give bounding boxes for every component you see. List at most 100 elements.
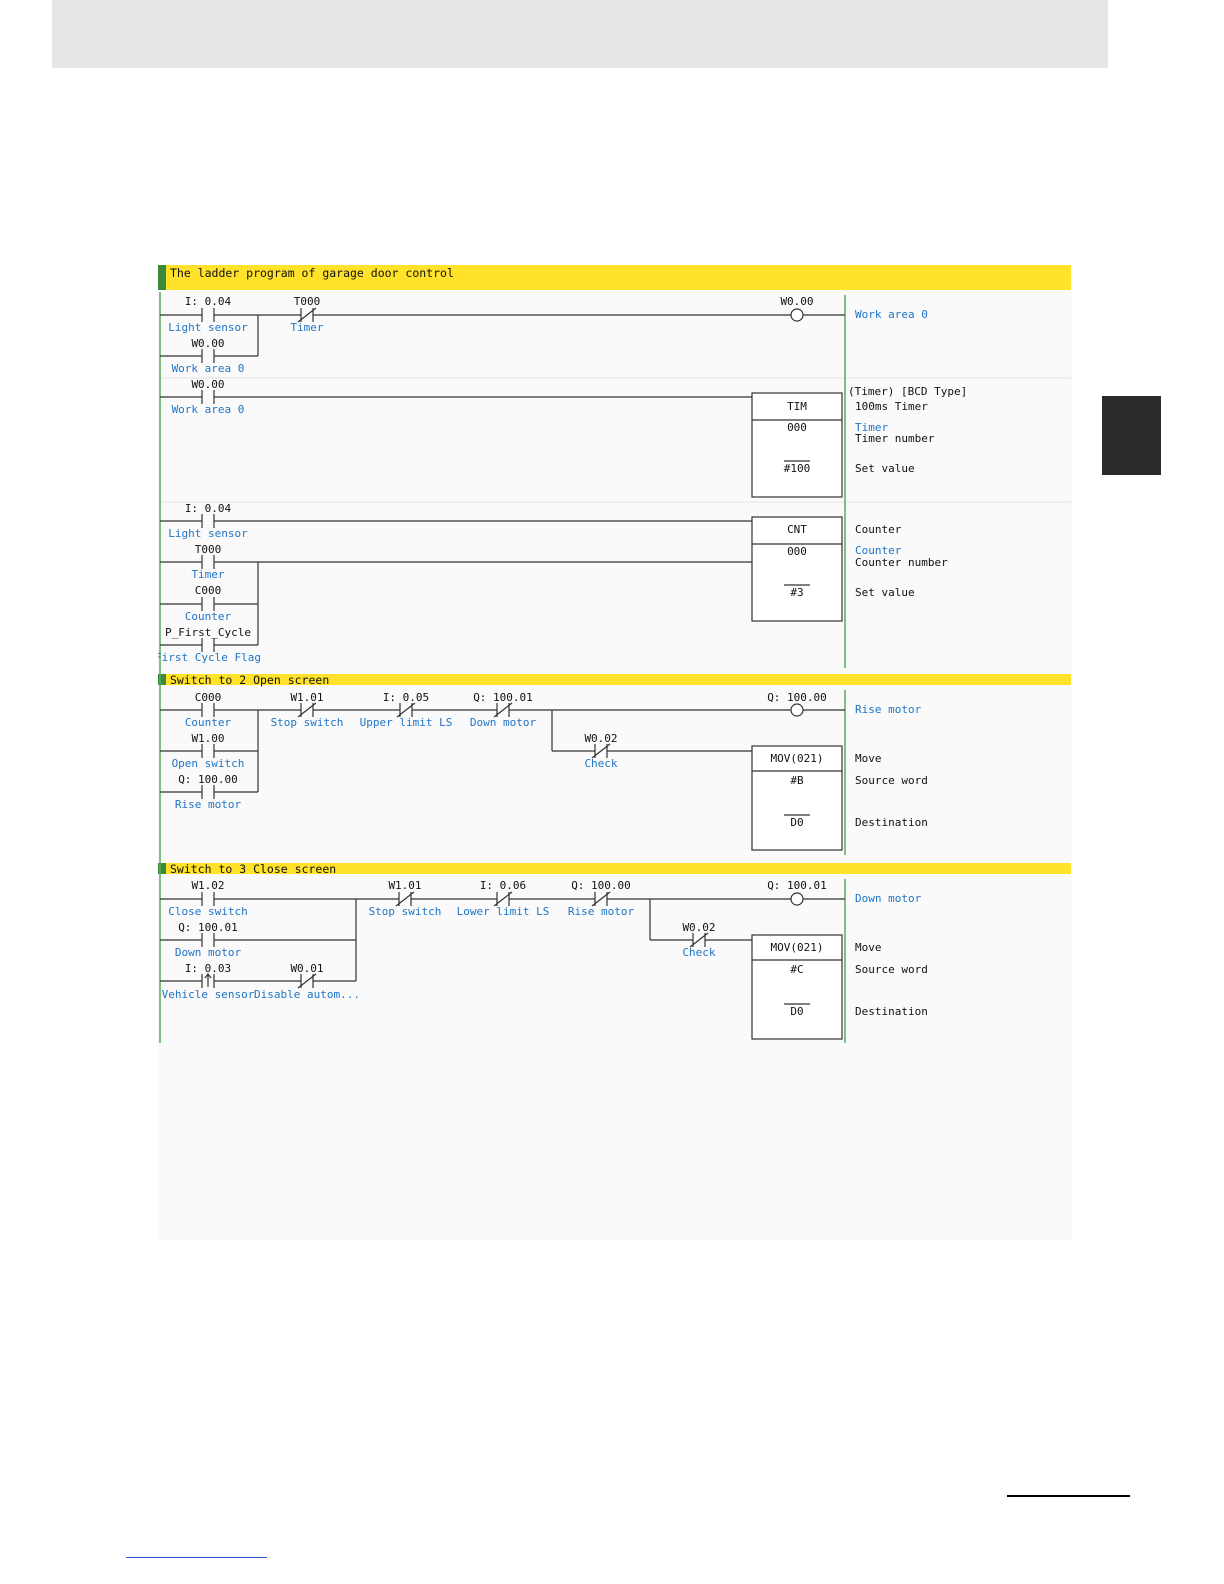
output-coil-down-motor[interactable]: Q: 100.01 Down motor [767,879,922,906]
ladder-label: Q: 100.00 [767,691,827,704]
contact-check-nc[interactable]: W0.02 Check [682,921,715,959]
ladder-label: Light sensor [168,321,248,334]
ladder-label: Counter [855,523,902,536]
ladder-label: Timer number [855,432,935,445]
contact-vehicle-sensor-rising-edge[interactable]: I: 0.03 Vehicle sensor [162,962,255,1001]
chapter-tab [1102,396,1161,475]
section-marker [158,674,166,685]
contact-timer-nc[interactable]: T000 Timer [290,295,323,334]
ladder-label: (Timer) [BCD Type] [848,385,967,398]
contact-first-cycle-flag[interactable]: P_First_Cycle First Cycle Flag [158,626,261,664]
ladder-diagram: The ladder program of garage door contro… [158,265,1071,1043]
section-marker [158,265,166,290]
ladder-label: T000 [195,543,222,556]
contact-light-sensor[interactable]: I: 0.04 Light sensor [168,502,248,540]
rung-5: W1.02 Close switch W1.01 Stop switch I: … [160,879,928,1040]
contact-work-area-0[interactable]: W0.00 Work area 0 [172,378,245,416]
ladder-label: Timer [855,421,888,434]
ladder-label: I: 0.05 [383,691,429,704]
block-frame [751,392,843,498]
ladder-label: Set value [855,462,915,475]
move-block[interactable]: MOV(021) #C D0 [751,934,843,1040]
ladder-label: Move [855,752,882,765]
ladder-label: W0.00 [780,295,813,308]
contact-work-area-0[interactable]: W0.00 Work area 0 [172,337,245,375]
ladder-label: Rise motor [568,905,635,918]
coil-icon [790,892,804,906]
contact-stop-switch-nc[interactable]: W1.01 Stop switch [271,691,344,729]
ladder-label: Rise motor [855,703,922,716]
ladder-label: Close switch [168,905,247,918]
rung-4: C000 Counter W1.01 Stop switch I: 0.05 U… [160,691,928,851]
contact-rise-motor-nc[interactable]: Q: 100.00 Rise motor [568,879,635,918]
ladder-label: #B [790,774,804,787]
coil-icon [790,308,804,322]
counter-block[interactable]: CNT 000 #3 [751,516,843,622]
section-bar-bg [158,265,1071,290]
ladder-label: W1.01 [388,879,421,892]
section-bar-bg [158,674,1071,685]
contact-counter[interactable]: C000 Counter [185,584,232,623]
ladder-label: 100ms Timer [855,400,928,413]
contact-down-motor[interactable]: Q: 100.01 Down motor [175,921,242,959]
ladder-label: Move [855,941,882,954]
section-title: Switch to 2 Open screen [170,673,329,687]
block-frame [751,745,843,851]
section-bar-1[interactable]: The ladder program of garage door contro… [158,265,1071,290]
ladder-label: CNT [787,523,807,536]
ladder-label: Q: 100.01 [178,921,238,934]
contact-open-switch[interactable]: W1.00 Open switch [172,732,245,770]
ladder-label: Destination [855,1005,928,1018]
output-coil-rise-motor[interactable]: Q: 100.00 Rise motor [767,691,922,717]
ladder-label: Timer [290,321,323,334]
contact-counter[interactable]: C000 Counter [185,691,232,729]
contact-disable-auto-nc[interactable]: W0.01 Disable autom... [254,962,360,1001]
contact-lower-limit-nc[interactable]: I: 0.06 Lower limit LS [457,879,550,918]
output-coil-work-area-0[interactable]: W0.00 Work area 0 [780,295,928,322]
ladder-label: W0.00 [191,378,224,391]
move-block[interactable]: MOV(021) #B D0 [751,745,843,851]
ladder-label: C000 [195,691,222,704]
ladder-label: W0.02 [584,732,617,745]
block-frame [751,934,843,1040]
rung-2: W0.00 Work area 0 TIM 000 #100 (Timer) [… [160,378,967,498]
contact-stop-switch-nc[interactable]: W1.01 Stop switch [369,879,442,918]
contact-upper-limit-nc[interactable]: I: 0.05 Upper limit LS [360,691,453,729]
ladder-label: Work area 0 [172,362,245,375]
contact-rise-motor[interactable]: Q: 100.00 Rise motor [175,773,242,811]
rising-edge-arrow-icon [204,973,212,979]
ladder-label: 000 [787,545,807,558]
contact-check-nc[interactable]: W0.02 Check [584,732,617,770]
contact-down-motor-nc[interactable]: Q: 100.01 Down motor [470,691,537,729]
section-bar-3[interactable]: Switch to 3 Close screen [158,862,1071,876]
ladder-label: Source word [855,774,928,787]
contact-light-sensor[interactable]: I: 0.04 Light sensor [168,295,248,334]
ladder-label: Source word [855,963,928,976]
section-bar-2[interactable]: Switch to 2 Open screen [158,673,1071,687]
ladder-label: W1.00 [191,732,224,745]
ladder-wire [689,932,709,948]
contact-close-switch[interactable]: W1.02 Close switch [168,879,247,918]
ladder-label: Upper limit LS [360,716,453,729]
ladder-wire [297,973,317,989]
ladder-label: Stop switch [271,716,344,729]
ladder-label: Vehicle sensor [162,988,255,1001]
ladder-label: W1.01 [290,691,323,704]
ladder-label: MOV(021) [771,941,824,954]
ladder-label: Down motor [470,716,537,729]
section-title: Switch to 3 Close screen [170,862,336,876]
ladder-label: W1.02 [191,879,224,892]
block-frame [751,516,843,622]
ladder-wire [493,702,513,718]
ladder-label: D0 [790,816,803,829]
move-operand-comments: Move Source word Destination [855,752,928,829]
ladder-label: Down motor [855,892,922,905]
ladder-label: Counter [185,610,232,623]
ladder-label: P_First_Cycle [165,626,251,639]
ladder-label: #C [790,963,803,976]
timer-block[interactable]: TIM 000 #100 [751,392,843,498]
ladder-label: Work area 0 [855,308,928,321]
ladder-label: TIM [787,400,807,413]
contact-timer[interactable]: T000 Timer [191,543,224,581]
ladder-label: Counter [185,716,232,729]
